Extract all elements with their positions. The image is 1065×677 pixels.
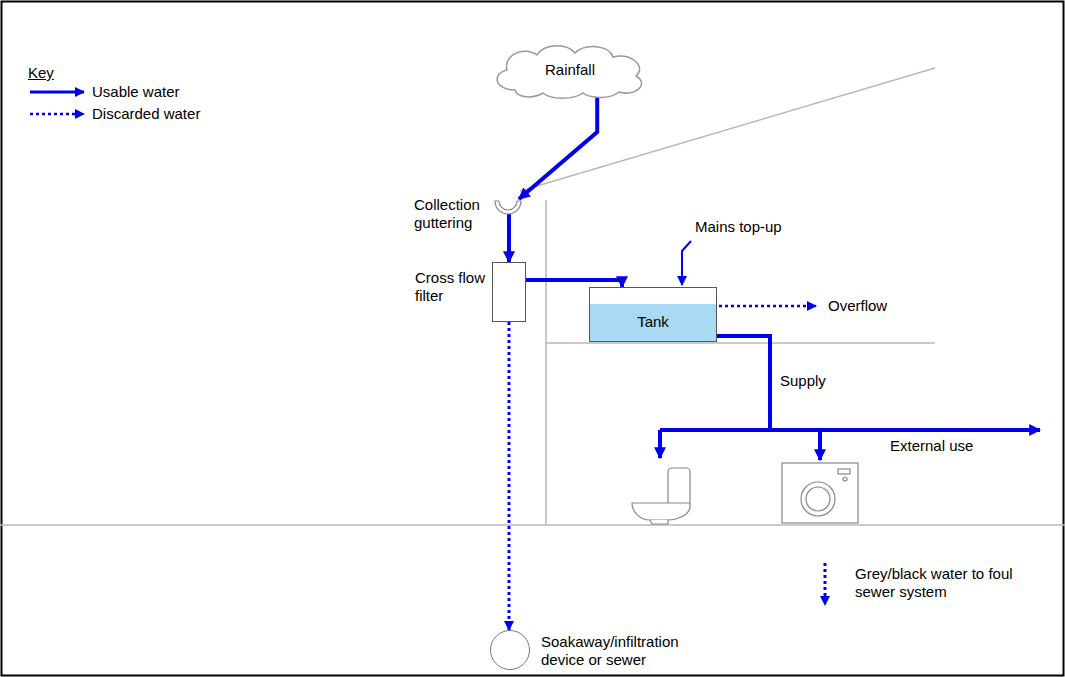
supply-pipe bbox=[717, 336, 770, 430]
water-connector bbox=[507, 214, 511, 262]
external-use-label: External use bbox=[890, 437, 973, 455]
ground-line bbox=[0, 524, 1065, 526]
floor-line bbox=[546, 342, 935, 344]
gutter-outline bbox=[494, 200, 522, 216]
node-text: Rainfall bbox=[545, 61, 595, 79]
legend-text: Discarded water bbox=[92, 105, 200, 123]
node-text: Soakaway/infiltration device or sewer bbox=[541, 633, 716, 669]
water-connector bbox=[519, 96, 597, 199]
legend-dotted-line bbox=[30, 113, 84, 116]
tank-box: Tank bbox=[589, 287, 717, 342]
foul-pipe bbox=[824, 563, 827, 605]
rainfall-cloud: Rainfall bbox=[485, 40, 655, 100]
wall-line bbox=[545, 200, 547, 525]
supply-label: Supply bbox=[780, 372, 826, 390]
node-text: Collection guttering bbox=[414, 196, 490, 232]
filter-box: Cross flow filter bbox=[492, 262, 526, 322]
key-heading: Key bbox=[28, 64, 54, 82]
cloud-shape bbox=[497, 46, 641, 99]
mains-label: Mains top-up bbox=[695, 218, 782, 236]
washer-pipe bbox=[818, 430, 822, 460]
external-pipe bbox=[660, 428, 1040, 432]
overflow-label: Overflow bbox=[828, 297, 887, 315]
node-text: Cross flow filter bbox=[415, 269, 489, 305]
discard-connector bbox=[508, 322, 511, 630]
water-connector bbox=[526, 280, 622, 287]
mains-pipe bbox=[682, 241, 691, 285]
overflow-pipe bbox=[719, 305, 816, 308]
gutter-symbol: Collection guttering bbox=[494, 200, 522, 216]
toilet-symbol bbox=[632, 468, 690, 524]
node-text: Tank bbox=[637, 313, 669, 331]
legend-solid-line bbox=[30, 91, 84, 94]
legend-text: Usable water bbox=[92, 83, 180, 101]
foul-sewer-label: Grey/black water to foul sewer system bbox=[855, 565, 1015, 601]
gutter-shape bbox=[495, 201, 521, 214]
washing-machine-symbol bbox=[782, 463, 858, 523]
toilet-pipe bbox=[658, 430, 662, 458]
soakaway-circle: Soakaway/infiltration device or sewer bbox=[490, 630, 530, 670]
